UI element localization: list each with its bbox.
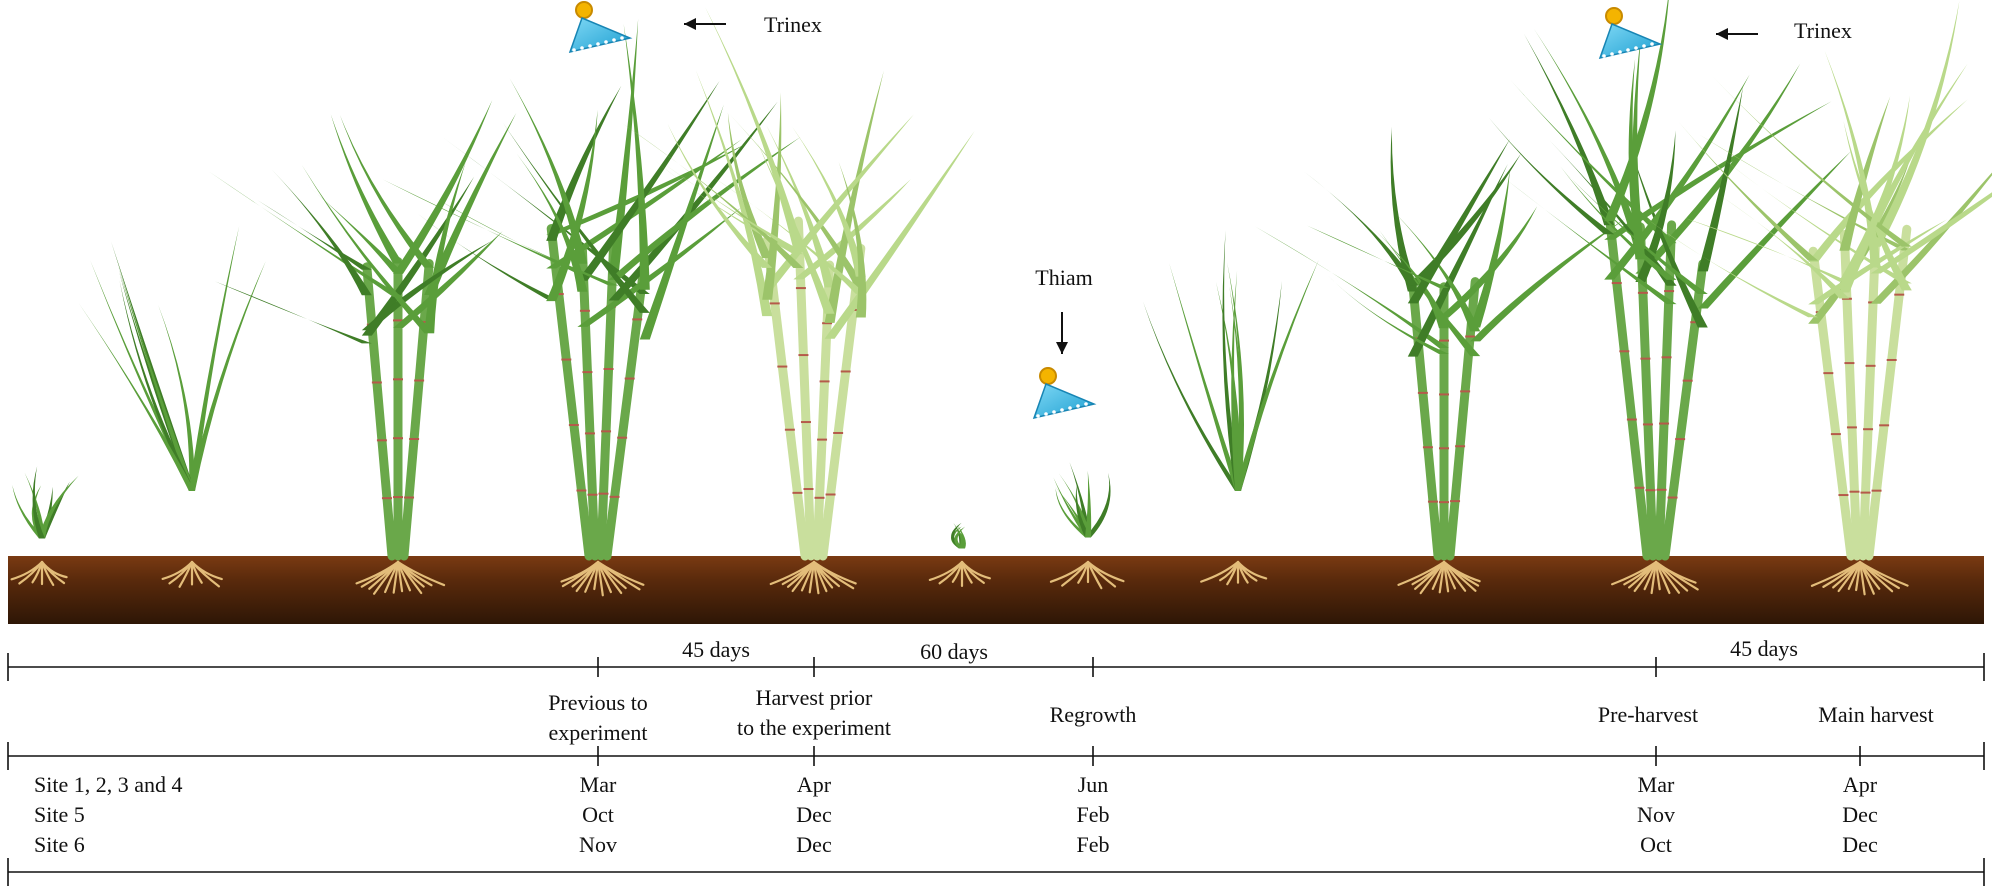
bottom-rule xyxy=(8,858,1984,886)
sugarcane-plant xyxy=(1255,127,1625,593)
sugarcane-plant xyxy=(1489,0,1851,593)
stage-regrowth: Regrowth xyxy=(1050,700,1137,730)
arrow-icon xyxy=(1716,28,1758,40)
thiam-sprayer-icon xyxy=(1034,368,1094,418)
sugarcane-plant xyxy=(383,19,801,595)
stage-main-harvest-line-1: Main harvest xyxy=(1818,700,1933,730)
stage-harvest-prior-line-1: Harvest prior xyxy=(737,683,891,713)
sugarcane-plant xyxy=(1143,231,1319,585)
site-month-cell: Mar xyxy=(1638,774,1675,796)
site-month-cell: Dec xyxy=(796,834,831,856)
site-month-cell: Dec xyxy=(796,804,831,826)
stage-main-harvest: Main harvest xyxy=(1818,700,1933,730)
stage-pre-harvest: Pre-harvest xyxy=(1598,700,1698,730)
stage-previous-line-1: Previous to xyxy=(548,688,648,718)
stage-regrowth-line-1: Regrowth xyxy=(1050,700,1137,730)
site-month-cell: Feb xyxy=(1077,834,1110,856)
stage-pre-harvest-line-1: Pre-harvest xyxy=(1598,700,1698,730)
site-month-cell: Jun xyxy=(1078,774,1109,796)
stage-harvest-prior: Harvest prior to the experiment xyxy=(737,683,891,742)
site-month-cell: Apr xyxy=(797,774,831,796)
site-month-cell: Feb xyxy=(1077,804,1110,826)
sugarcane-plant xyxy=(79,226,266,587)
interval-label-2: 60 days xyxy=(920,641,988,663)
site-month-cell: Dec xyxy=(1842,834,1877,856)
stage-previous-line-2: experiment xyxy=(548,718,648,748)
site-month-cell: Apr xyxy=(1843,774,1877,796)
site-month-cell: Mar xyxy=(580,774,617,796)
arrow-icon xyxy=(684,18,726,30)
trinex-label-1: Trinex xyxy=(764,14,822,36)
site-month-cell: Nov xyxy=(579,834,617,856)
stage-axis xyxy=(8,742,1984,770)
site-row-label: Site 6 xyxy=(34,834,85,856)
site-row-label: Site 1, 2, 3 and 4 xyxy=(34,774,183,796)
interval-label-3: 45 days xyxy=(1730,638,1798,660)
interval-axis xyxy=(8,653,1984,681)
stage-previous: Previous to experiment xyxy=(548,688,648,747)
stage-harvest-prior-line-2: to the experiment xyxy=(737,713,891,743)
trinex-sprayer-icon-1 xyxy=(570,2,630,52)
site-month-cell: Oct xyxy=(582,804,614,826)
interval-label-1: 45 days xyxy=(682,639,750,661)
trinex-sprayer-icon-2 xyxy=(1600,8,1660,58)
arrow-icon xyxy=(1056,312,1068,354)
site-month-cell: Oct xyxy=(1640,834,1672,856)
site-month-cell: Nov xyxy=(1637,804,1675,826)
site-row-label: Site 5 xyxy=(34,804,85,826)
site-month-cell: Dec xyxy=(1842,804,1877,826)
sugarcane-plant xyxy=(622,7,975,593)
thiam-label: Thiam xyxy=(1035,267,1092,289)
trinex-label-2: Trinex xyxy=(1794,20,1852,42)
sugarcane-plant xyxy=(209,100,516,594)
